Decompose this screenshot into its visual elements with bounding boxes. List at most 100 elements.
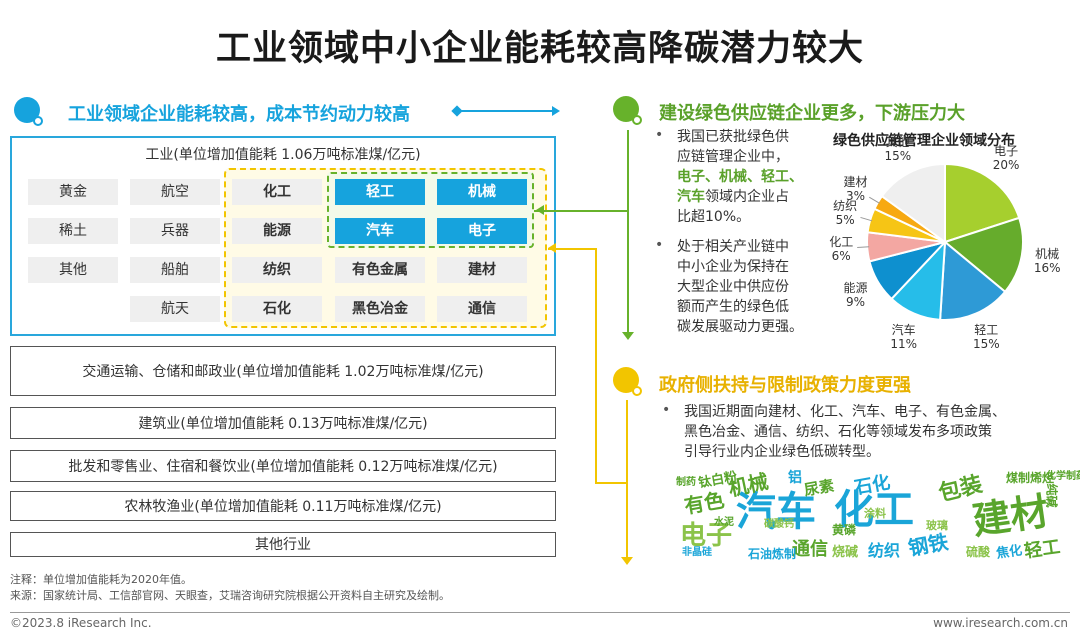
bullet-highlight: 汽车 (677, 189, 705, 205)
connector-line (548, 248, 596, 250)
industry-cell: 能源 (232, 218, 322, 244)
bullet-line: 应链管理企业中， (677, 149, 789, 165)
pie-chart-title: 绿色供应链管理企业领域分布 (833, 133, 1015, 149)
bullet-line: 大型企业中供应份 (677, 279, 789, 295)
word-cloud-term: 玻璃 (926, 519, 948, 532)
footer-copyright: ©2023.8 iResearch Inc. (10, 616, 152, 630)
pie-slice (942, 216, 1024, 294)
industry-cell: 建材 (437, 257, 527, 283)
bullet-sme-drive: 处于相关产业链中 中小企业为保持在 大型企业中供应份 额而产生的绿色低 碳发展驱… (677, 237, 837, 337)
industry-cell: 稀土 (28, 218, 118, 244)
footer-divider (10, 612, 1070, 613)
word-cloud-term: 化工 (834, 487, 914, 533)
word-cloud-term: 水泥 (714, 517, 734, 528)
word-cloud-term: 纺织 (868, 541, 901, 560)
word-cloud-term: 尿素 (802, 476, 836, 500)
bullet-line: 黑色冶金、通信、纺织、石化等领域发布多项政策 (684, 424, 992, 440)
bullet-mark: • (655, 127, 664, 143)
pie-slice (866, 207, 946, 243)
right-bottom-section-title: 政府侧扶持与限制政策力度更强 (659, 375, 911, 396)
word-cloud-term: 汽车 (736, 489, 816, 535)
industry-cell: 有色金属 (335, 257, 425, 283)
word-cloud-term: 化学制药 (1046, 471, 1080, 482)
connector-head-icon (548, 243, 556, 253)
word-cloud-term: 煤制烯烃 (1006, 471, 1055, 485)
pie-slice (939, 239, 1007, 321)
sector-row-other: 其他行业 (10, 532, 556, 557)
bullet-green-supply: 我国已获批绿色供 应链管理企业中， 电子、机械、轻工、 汽车领域内企业占 比超1… (677, 127, 837, 227)
bullet-mark: • (662, 402, 671, 418)
bullet-line-tail: 领域内企业占 (705, 189, 789, 205)
bullet-line: 我国已获批绿色供 (677, 129, 789, 145)
bullet-line: 额而产生的绿色低 (677, 299, 789, 315)
policy-word-cloud: 汽车化工建材电子有色机械包装石化钢铁通信纺织轻工焦化尿素烧碱黄磷石油炼制煤制烯烃… (676, 465, 1080, 562)
connector-line (534, 210, 628, 212)
connector-head-icon (536, 205, 544, 215)
word-cloud-term: 通信 (792, 539, 828, 560)
bullet-line: 我国近期面向建材、化工、汽车、电子、有色金属、 (684, 404, 1006, 420)
pie-slice (866, 231, 946, 263)
word-cloud-term: 铝 (788, 470, 802, 486)
source-text: 来源：国家统计局、工信部官网、天眼查，艾瑞咨询研究院根据公开资料自主研究及绘制。 (10, 589, 450, 602)
word-cloud-term: 硫酸 (966, 545, 991, 559)
industry-cell: 轻工 (335, 179, 425, 205)
yellow-circle-icon (613, 367, 642, 396)
industry-cell: 航天 (130, 296, 220, 322)
connector-head-icon (621, 557, 633, 565)
industry-header: 工业(单位增加值能耗 1.06万吨标准煤/亿元) (145, 147, 421, 163)
pie-slice (880, 162, 946, 244)
industry-cell: 机械 (437, 179, 527, 205)
page-title: 工业领域中小企业能耗较高降碳潜力较大 (215, 29, 864, 69)
industry-cell: 电子 (437, 218, 527, 244)
industry-cell: 船舶 (130, 257, 220, 283)
bullet-policy: 我国近期面向建材、化工、汽车、电子、有色金属、 黑色冶金、通信、纺织、石化等领域… (684, 402, 1074, 462)
blue-circle-icon (14, 97, 43, 126)
industry-cell: 航空 (130, 179, 220, 205)
industry-cell: 纺织 (232, 257, 322, 283)
word-cloud-term: 非晶硅 (682, 547, 712, 558)
word-cloud-term: 电子 (680, 521, 733, 551)
footer-website[interactable]: www.iresearch.com.cn (933, 616, 1068, 630)
arrow-right-icon (455, 110, 555, 112)
industry-cell: 黑色冶金 (335, 296, 425, 322)
sector-row-retail: 批发和零售业、住宿和餐饮业(单位增加值能耗 0.12万吨标准煤/亿元) (10, 450, 556, 482)
word-cloud-term: 制药 (676, 477, 696, 488)
connector-line (595, 248, 597, 483)
word-cloud-term: 烧碱 (832, 545, 859, 560)
word-cloud-term: 焦化 (995, 543, 1024, 562)
note-text: 注释：单位增加值能耗为2020年值。 (10, 573, 192, 586)
industry-cell: 汽车 (335, 218, 425, 244)
bullet-line: 碳发展驱动力更强。 (677, 319, 803, 335)
connector-line (626, 400, 628, 562)
word-cloud-term: 碳酸钙 (764, 519, 794, 530)
bullet-mark: • (655, 237, 664, 253)
pie-slice (944, 162, 1021, 244)
industry-cell: 兵器 (130, 218, 220, 244)
green-circle-icon (613, 96, 642, 125)
diamond-icon (451, 105, 463, 117)
connector-head-icon (622, 332, 634, 340)
connector-line (627, 130, 629, 336)
industry-cell: 黄金 (28, 179, 118, 205)
industry-cell: 化工 (232, 179, 322, 205)
pie-slice (890, 239, 947, 321)
bullet-line: 引导行业内企业绿色低碳转型。 (684, 444, 880, 460)
arrow-right-head-icon (552, 106, 560, 116)
right-top-section-title: 建设绿色供应链企业更多，下游压力大 (659, 103, 965, 124)
word-cloud-term: 涂料 (864, 507, 886, 520)
bullet-line: 处于相关产业链中 (677, 239, 789, 255)
word-cloud-term: 轻工 (1022, 536, 1062, 563)
bullet-highlight: 电子、机械、轻工、 (677, 169, 803, 185)
word-cloud-term: 纯碱 (1044, 483, 1059, 508)
bullet-line: 中小企业为保持在 (677, 259, 789, 275)
sector-row-agriculture: 农林牧渔业(单位增加值能耗 0.11万吨标准煤/亿元) (10, 491, 556, 521)
